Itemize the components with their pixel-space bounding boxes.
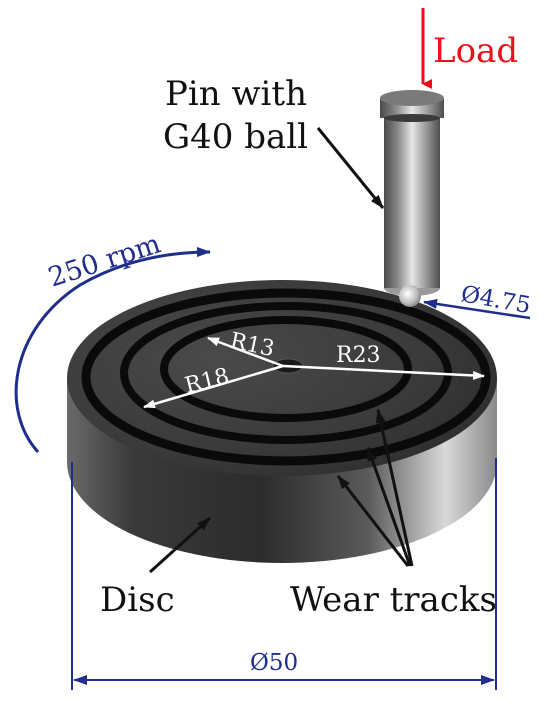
load-indicator: Load [421, 8, 518, 89]
speed-label: 250 rpm [45, 228, 165, 293]
pin-label-line2: G40 ball [163, 117, 308, 157]
wear-leader-2 [366, 447, 412, 567]
disc-leader-line [148, 516, 212, 574]
wear-track-outer [81, 288, 491, 466]
disc-diameter-label: Ø50 [250, 650, 298, 676]
pin-body [384, 116, 440, 288]
pin-groove [384, 114, 440, 122]
label-r23: R23 [336, 343, 381, 368]
radius-line-r18 [143, 364, 284, 409]
wear-track-inner [160, 316, 412, 422]
radius-line-r23 [282, 364, 485, 380]
disc-annotation: Disc [100, 516, 212, 620]
pin-annotation: Pin with G40 ball [163, 74, 385, 209]
pin-label-line1: Pin with [165, 74, 307, 114]
wear-tracks-annotation: Wear tracks [290, 409, 497, 620]
disc-label: Disc [100, 580, 175, 620]
wear-tracks-label: Wear tracks [290, 580, 497, 620]
pin [380, 90, 444, 307]
radius-line-r13 [207, 336, 284, 368]
rotation-arrow [14, 247, 211, 454]
wear-leader-3 [336, 475, 410, 567]
wear-leader-1 [375, 409, 414, 567]
load-label: Load [433, 31, 518, 71]
pin-leader-line [316, 127, 385, 209]
ball-diameter-arrow [423, 298, 531, 320]
g40-ball [399, 285, 421, 307]
disc-diameter-dimension: Ø50 [71, 458, 497, 690]
pin-cap [380, 90, 444, 106]
